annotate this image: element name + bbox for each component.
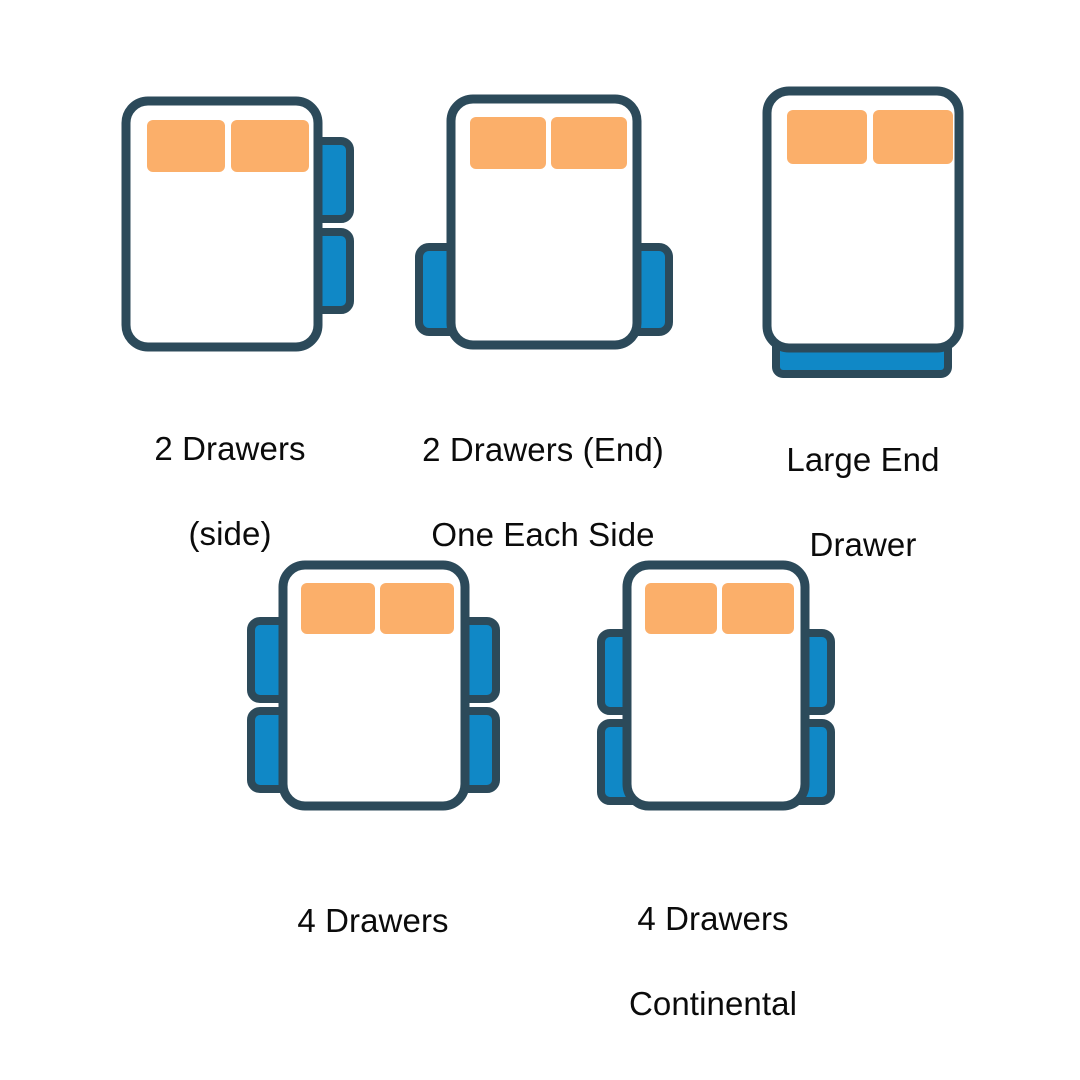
pillow-left xyxy=(644,583,717,634)
bed-illustration-two-drawers-side xyxy=(100,84,360,364)
caption-line: Large End xyxy=(786,441,940,479)
caption-line: Continental xyxy=(628,984,798,1022)
bed-caption-two-drawers-end: 2 Drawers (End) One Each Side xyxy=(422,387,664,598)
pillow-right xyxy=(873,110,953,164)
caption-line: 4 Drawers xyxy=(637,900,789,938)
bed-caption-large-end-drawer: Large End Drawer xyxy=(786,397,939,608)
bed-illustration-four-drawers xyxy=(241,553,506,818)
bed-option-two-drawers-end[interactable]: 2 Drawers (End) One Each Side xyxy=(398,84,688,598)
bed-caption-two-drawers-side: 2 Drawers (side) xyxy=(154,386,305,597)
bed-caption-four-drawers: 4 Drawers xyxy=(297,858,448,985)
bed-illustration-four-drawers-continental xyxy=(581,553,846,818)
pillow-right xyxy=(231,120,309,172)
pillow-left xyxy=(300,583,375,634)
caption-line: Drawer xyxy=(809,525,917,563)
pillow-right xyxy=(379,583,454,634)
bed-option-four-drawers-continental[interactable]: 4 Drawers Continental xyxy=(578,553,848,1067)
caption-line: 2 Drawers (End) xyxy=(422,431,664,469)
pillow-left xyxy=(470,117,546,169)
bed-option-large-end-drawer[interactable]: Large End Drawer xyxy=(738,74,988,608)
pillow-left xyxy=(147,120,225,172)
bed-illustration-large-end-drawer xyxy=(743,74,983,379)
pillow-right xyxy=(721,583,794,634)
bed-option-two-drawers-side[interactable]: 2 Drawers (side) xyxy=(96,84,364,597)
bed-option-four-drawers[interactable]: 4 Drawers xyxy=(238,553,508,985)
caption-line: 2 Drawers xyxy=(154,430,306,468)
bed-illustration-two-drawers-end xyxy=(403,84,683,369)
caption-line: One Each Side xyxy=(431,515,655,553)
pillow-right xyxy=(551,117,627,169)
pillow-left xyxy=(787,110,867,164)
caption-line: 4 Drawers xyxy=(297,902,449,940)
caption-line: (side) xyxy=(188,514,272,552)
bed-caption-four-drawers-continental: 4 Drawers Continental xyxy=(629,856,797,1067)
